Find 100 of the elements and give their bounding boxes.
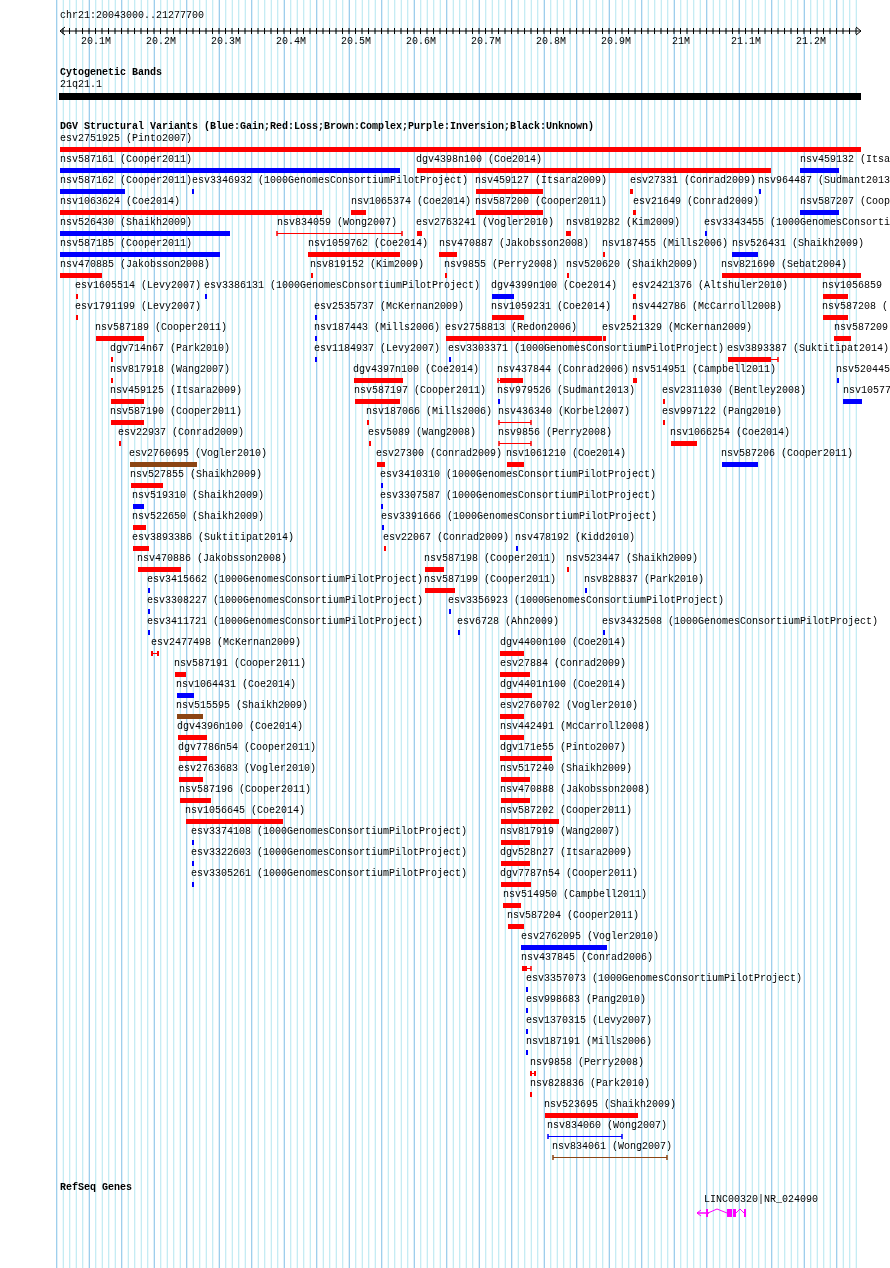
variant-label: esv2311030 (Bentley2008): [662, 386, 807, 396]
gene-label: LINC00320|NR_024090: [704, 1195, 819, 1205]
variant-label: esv3357073 (1000GenomesConsortiumPilotProject): [526, 974, 803, 984]
track-title: RefSeq Genes: [60, 1183, 132, 1193]
variant-label: nsv470888 (Jakobsson2008): [500, 785, 651, 795]
variant-label: nsv1064431 (Coe2014): [176, 680, 297, 690]
variant-label: esv2421376 (Altshuler2010): [632, 281, 789, 291]
variant-label: dgv7787n54 (Cooper2011): [500, 869, 639, 879]
axis-tick-label: 21.1M: [731, 37, 761, 47]
variant-label: nsv514951 (Campbell2011): [632, 365, 777, 375]
variant-label: nsv587198 (Cooper2011): [424, 554, 557, 564]
variant-label: esv3374108 (1000GenomesConsortiumPilotProject): [191, 827, 468, 837]
variant-label: esv1184937 (Levy2007): [314, 344, 441, 354]
variant-label: nsv817919 (Wang2007): [500, 827, 621, 837]
variant-label: nsv187066 (Mills2006): [366, 407, 493, 417]
variant-label: nsv1066254 (Coe2014): [670, 428, 791, 438]
variant-label: nsv519310 (Shaikh2009): [132, 491, 265, 501]
variant-label: esv2535737 (McKernan2009): [314, 302, 465, 312]
variant-label: esv27300 (Conrad2009): [376, 449, 503, 459]
variant-label: nsv514950 (Campbell2011): [503, 890, 648, 900]
variant-label: nsv964487 (Sudmant2013: [758, 176, 890, 186]
variant-label: nsv9855 (Perry2008): [444, 260, 559, 270]
variant-label: nsv587208 (: [822, 302, 888, 312]
variant-label: nsv587197 (Cooper2011): [354, 386, 487, 396]
axis-tick-label: 20.8M: [536, 37, 566, 47]
axis-tick-label: 20.6M: [406, 37, 436, 47]
variant-label: esv2477498 (McKernan2009): [151, 638, 302, 648]
variant-label: dgv171e55 (Pinto2007): [500, 743, 627, 753]
variant-label: esv997122 (Pang2010): [662, 407, 783, 417]
variant-label: nsv515595 (Shaikh2009): [176, 701, 309, 711]
variant-label: nsv437844 (Conrad2006): [497, 365, 630, 375]
variant-label: nsv587162 (Cooper2011): [60, 176, 193, 186]
variant-label: esv2751925 (Pinto2007): [60, 134, 193, 144]
variant-label: esv1370315 (Levy2007): [526, 1016, 653, 1026]
variant-label: esv22937 (Conrad2009): [118, 428, 245, 438]
variant-label: nsv10577: [843, 386, 890, 396]
variant-label: nsv442786 (McCarroll2008): [632, 302, 783, 312]
variant-label: dgv4396n100 (Coe2014): [177, 722, 304, 732]
variant-label: nsv1061210 (Coe2014): [506, 449, 627, 459]
variant-label: nsv459125 (Itsara2009): [110, 386, 243, 396]
variant-label: dgv528n27 (Itsara2009): [500, 848, 633, 858]
variant-label: nsv587161 (Cooper2011): [60, 155, 193, 165]
variant-label: nsv470885 (Jakobsson2008): [60, 260, 211, 270]
variant-label: nsv187191 (Mills2006): [526, 1037, 653, 1047]
variant-label: dgv4399n100 (Coe2014): [491, 281, 618, 291]
axis-tick-label: 20.4M: [276, 37, 306, 47]
variant-label: nsv442491 (McCarroll2008): [500, 722, 651, 732]
variant-label: nsv587189 (Cooper2011): [95, 323, 228, 333]
variant-label: nsv478192 (Kidd2010): [515, 533, 636, 543]
variant-label: nsv587196 (Cooper2011): [179, 785, 312, 795]
track-title: Cytogenetic Bands: [60, 68, 163, 78]
variant-label: nsv587199 (Cooper2011): [424, 575, 557, 585]
variant-label: esv2762095 (Vogler2010): [521, 932, 660, 942]
variant-label: esv1605514 (Levy2007): [75, 281, 202, 291]
variant-label: esv3308227 (1000GenomesConsortiumPilotProject): [147, 596, 424, 606]
variant-label: nsv1056859: [822, 281, 882, 291]
variant-label: nsv819282 (Kim2009): [566, 218, 681, 228]
variant-label: esv5089 (Wang2008): [368, 428, 477, 438]
variant-label: nsv437845 (Conrad2006): [521, 953, 654, 963]
variant-label: nsv436340 (Korbel2007): [498, 407, 631, 417]
variant-label: dgv714n67 (Park2010): [110, 344, 231, 354]
variant-label: nsv523695 (Shaikh2009): [544, 1100, 677, 1110]
variant-label: nsv9858 (Perry2008): [530, 1058, 645, 1068]
variant-label: esv3303371 (1000GenomesConsortiumPilotProject): [448, 344, 725, 354]
variant-label: nsv587202 (Cooper2011): [500, 806, 633, 816]
variant-label: esv3410310 (1000GenomesConsortiumPilotProject): [380, 470, 657, 480]
variant-label: esv2521329 (McKernan2009): [602, 323, 753, 333]
variant-label: esv3356923 (1000GenomesConsortiumPilotProject): [448, 596, 725, 606]
variant-label: esv3346932 (1000GenomesConsortiumPilotProject): [192, 176, 469, 186]
variant-label: esv2763683 (Vogler2010): [178, 764, 317, 774]
variant-label: nsv587191 (Cooper2011): [174, 659, 307, 669]
variant-label: esv2758813 (Redon2006): [445, 323, 578, 333]
variant-label: esv3305261 (1000GenomesConsortiumPilotProject): [191, 869, 468, 879]
variant-label: dgv7786n54 (Cooper2011): [178, 743, 317, 753]
variant-label: nsv828836 (Park2010): [530, 1079, 651, 1089]
axis-title: chr21:20043000..21277700: [60, 11, 205, 21]
variant-label: dgv4400n100 (Coe2014): [500, 638, 627, 648]
variant-label: esv3893387 (Suktitipat2014): [727, 344, 890, 354]
variant-label: esv3343455 (1000GenomesConsorti: [704, 218, 890, 228]
variant-label: nsv1056645 (Coe2014): [185, 806, 306, 816]
variant-label: nsv522650 (Shaikh2009): [132, 512, 265, 522]
variant-label: nsv587207 (Coop: [800, 197, 890, 207]
variant-label: nsv821690 (Sebat2004): [721, 260, 848, 270]
axis-tick-label: 20.2M: [146, 37, 176, 47]
variant-label: esv27331 (Conrad2009): [630, 176, 757, 186]
variant-label: nsv526431 (Shaikh2009): [732, 239, 865, 249]
axis-tick-label: 20.7M: [471, 37, 501, 47]
variant-label: nsv520445: [836, 365, 890, 375]
variant-label: nsv819152 (Kim2009): [310, 260, 425, 270]
variant-label: nsv834060 (Wong2007): [547, 1121, 668, 1131]
variant-label: nsv828837 (Park2010): [584, 575, 705, 585]
variant-label: esv3432508 (1000GenomesConsortiumPilotProject): [602, 617, 879, 627]
axis-tick-label: 20.1M: [81, 37, 111, 47]
variant-label: nsv979526 (Sudmant2013): [497, 386, 636, 396]
variant-label: nsv587185 (Cooper2011): [60, 239, 193, 249]
variant-label: esv3893386 (Suktitipat2014): [132, 533, 295, 543]
axis-tick-label: 21M: [672, 37, 690, 47]
variant-label: nsv187443 (Mills2006): [314, 323, 441, 333]
variant-label: esv3386131 (1000GenomesConsortiumPilotProject): [204, 281, 481, 291]
variant-label: esv1791199 (Levy2007): [75, 302, 202, 312]
